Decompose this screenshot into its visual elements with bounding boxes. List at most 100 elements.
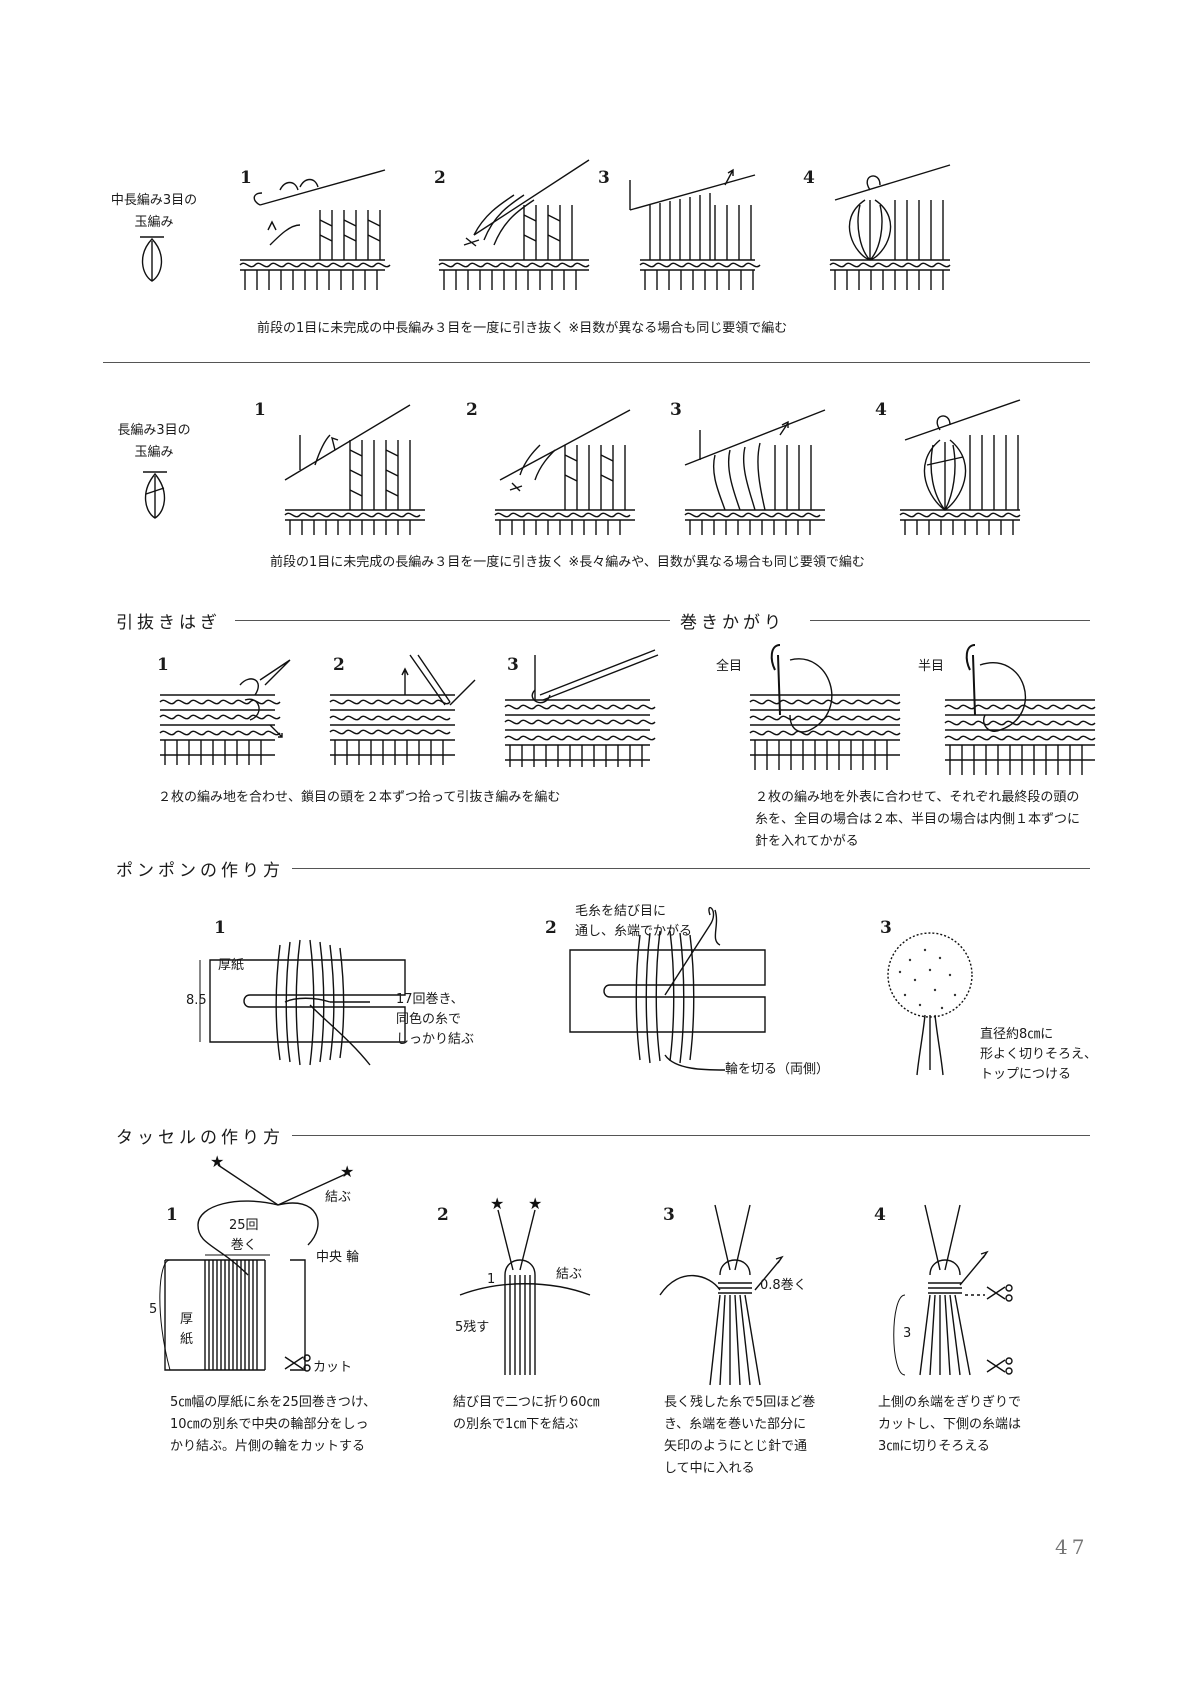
sec6-step-1: 1 — [166, 1205, 178, 1225]
sec4-illustration-half — [944, 644, 1096, 775]
sec6-caption-1: 5㎝幅の厚紙に糸を25回巻きつけ、 10㎝の別糸で中央の輪部分をしっ かり結ぶ。… — [170, 1392, 376, 1458]
sec6-s3-wrap: 0.8巻く — [760, 1278, 807, 1293]
sec4-title: 巻きかがり — [680, 608, 793, 633]
sec5-note2-line2: 通し、糸端でかがる — [575, 924, 693, 939]
sec2-caption: 前段の1目に未完成の長編み３目を一度に引き抜く ※長々編みや、目数が異なる場合も… — [270, 555, 865, 570]
sec5-note3: 直径約8㎝に 形よく切りそろえ、 トップにつける — [980, 1025, 1097, 1085]
sec5-note3-line3: トップにつける — [980, 1067, 1072, 1082]
sec5-step-2: 2 — [545, 918, 557, 938]
sec5-note1-line2: 同色の糸で — [396, 1012, 462, 1027]
sec4-caption-line1: ２枚の編み地を外表に合わせて、それぞれ最終段の頭の — [755, 790, 1080, 805]
sec6-cap4-line3: 3㎝に切りそろえる — [878, 1439, 990, 1454]
sec3-illustration-3 — [504, 649, 659, 767]
sec6-s1-board: 厚 紙 — [180, 1310, 193, 1350]
sec5-board-label: 厚紙 — [218, 958, 245, 973]
sec6-caption-4: 上側の糸端をぎりぎりで カットし、下側の糸端は 3㎝に切りそろえる — [878, 1392, 1021, 1458]
sec2-step-3: 3 — [670, 400, 682, 420]
sec5-note3-line1: 直径約8㎝に — [980, 1027, 1054, 1042]
sec2-illustration-3 — [684, 409, 826, 535]
page-number: 47 — [1055, 1535, 1089, 1559]
sec4-rule — [810, 620, 1090, 621]
sec3-rule — [235, 620, 670, 621]
sec6-s1-wind-line2: 巻く — [230, 1238, 257, 1253]
sec4-caption-line3: 針を入れてかがる — [755, 834, 859, 849]
scissors-icon-top — [986, 1284, 1013, 1302]
sec6-s1-wind-line1: 25回 — [229, 1218, 259, 1233]
sec6-rule — [290, 1135, 1090, 1136]
sec1-illustration-1 — [239, 169, 391, 290]
sec5-rule — [280, 868, 1090, 869]
sec6-step-2: 2 — [437, 1205, 449, 1225]
sec6-s1-wind: 25回 巻く — [229, 1216, 259, 1256]
sec6-cap3-line3: 矢印のようにとじ針で通 — [664, 1439, 808, 1454]
sec1-symbol-icon — [140, 236, 164, 282]
star-icon-b: ★ — [528, 1194, 542, 1213]
sec6-s1-board-line2: 紙 — [180, 1332, 194, 1347]
sec6-cap3-line4: して中に入れる — [664, 1461, 755, 1476]
sec5-illustration-2 — [569, 906, 766, 1071]
sec2-step-1: 1 — [254, 400, 266, 420]
sec5-dim: 8.5 — [186, 993, 207, 1008]
sec5-note2-cut: 輪を切る（両側） — [725, 1062, 830, 1077]
sec1-step-4: 4 — [803, 168, 815, 188]
star-icon-right: ★ — [340, 1162, 354, 1181]
sec3-illustration-1 — [159, 659, 291, 765]
sec5-note2: 毛糸を結び目に 通し、糸端でかがる — [575, 902, 692, 942]
sec3-illustration-2 — [329, 654, 476, 765]
sec1-caption: 前段の1目に未完成の中長編み３目を一度に引き抜く ※目数が異なる場合も同じ要領で… — [257, 321, 788, 336]
sec2-symbol-icon — [143, 471, 167, 519]
sec6-cap2-line1: 結び目で二つに折り60㎝ — [453, 1395, 600, 1410]
sec6-cap3-line1: 長く残した糸で5回ほど巻 — [664, 1395, 816, 1410]
star-icon-a: ★ — [490, 1194, 504, 1213]
sec2-title-line2: 玉編み — [134, 445, 174, 460]
sec1-illustration-3 — [629, 168, 761, 290]
sec5-illustration-1 — [199, 939, 406, 1066]
sec6-step-4: 4 — [874, 1205, 886, 1225]
sec6-cap3-line2: き、糸端を巻いた部分に — [664, 1417, 807, 1432]
sec6-illustration-3 — [659, 1204, 784, 1386]
sec6-s2-leave: 5残す — [455, 1320, 490, 1335]
sec4-caption-line2: 糸を、全目の場合は２本、半目の場合は内側１本ずつに — [755, 812, 1081, 827]
sec3-step-3: 3 — [507, 655, 519, 675]
sec5-note1: 17回巻き、 同色の糸で しっかり結ぶ — [396, 990, 474, 1050]
sec2-step-4: 4 — [875, 400, 887, 420]
sec2-illustration-4 — [899, 399, 1021, 535]
sec6-s4-dim: 3 — [903, 1326, 912, 1341]
sec6-cap1-line1: 5㎝幅の厚紙に糸を25回巻きつけ、 — [170, 1395, 377, 1410]
sec6-s2-one: 1 — [487, 1272, 496, 1287]
sec5-note3-line2: 形よく切りそろえ、 — [980, 1047, 1098, 1062]
sec1-step-1: 1 — [240, 168, 252, 188]
sec5-note1-line3: しっかり結ぶ — [396, 1032, 475, 1047]
sec1-title-line2: 玉編み — [134, 215, 174, 230]
sec4-label-full: 全目 — [716, 659, 743, 674]
sec6-s2-tie: 結ぶ — [556, 1267, 583, 1282]
sec6-cap2-line2: の別糸で1㎝下を結ぶ — [453, 1417, 579, 1432]
sec6-caption-2: 結び目で二つに折り60㎝ の別糸で1㎝下を結ぶ — [453, 1392, 600, 1436]
sec2-title: 長編み3目の 玉編み — [104, 420, 204, 464]
sec6-cap1-line2: 10㎝の別糸で中央の輪部分をしっ — [170, 1417, 369, 1432]
sec4-illustration-full — [749, 644, 901, 770]
sec5-illustration-3 — [887, 932, 973, 1076]
sec5-step-1: 1 — [214, 918, 226, 938]
sec3-title: 引抜きはぎ — [116, 608, 229, 633]
sec3-step-1: 1 — [157, 655, 169, 675]
sec2-step-2: 2 — [466, 400, 478, 420]
sec1-step-3: 3 — [598, 168, 610, 188]
sec6-s1-dim: 5 — [149, 1302, 158, 1317]
sec6-illustration-1: ★ ★ — [159, 1152, 354, 1371]
sec2-illustration-1 — [284, 404, 425, 535]
scissors-icon-bottom — [986, 1357, 1013, 1375]
sec6-cap4-line1: 上側の糸端をぎりぎりで — [878, 1395, 1022, 1410]
sec6-s1-tie: 結ぶ — [325, 1190, 352, 1205]
sec2-title-line1: 長編み3目の — [117, 423, 191, 438]
sec6-s1-cut: カット — [313, 1360, 353, 1375]
sec1-title-line1: 中長編み3目の — [110, 193, 198, 208]
sec6-illustration-2: ★ ★ — [459, 1194, 591, 1375]
sec6-cap1-line3: かり結ぶ。片側の輪をカットする — [170, 1439, 366, 1454]
sec5-step-3: 3 — [880, 918, 892, 938]
sec4-label-half: 半目 — [918, 659, 945, 674]
sec2-illustration-2 — [494, 409, 635, 535]
sec5-title: ポンポンの作り方 — [116, 856, 292, 881]
sec5-note1-line1: 17回巻き、 — [396, 992, 464, 1007]
sec1-title: 中長編み3目の 玉編み — [99, 190, 209, 234]
